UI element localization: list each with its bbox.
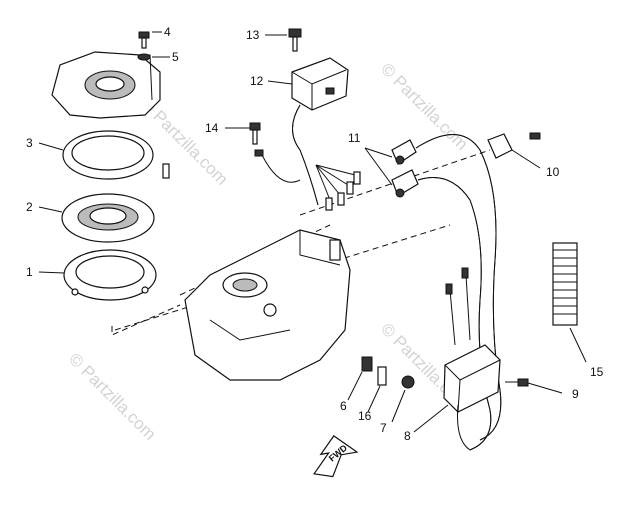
callout-4: 4	[164, 25, 171, 39]
screw-part-14	[249, 122, 264, 157]
callout-5: 5	[172, 50, 179, 64]
callout-14: 14	[205, 121, 219, 135]
callout-15: 15	[590, 365, 604, 379]
callout-3: 3	[26, 136, 33, 150]
clip-part-6	[361, 356, 373, 372]
callout-2: 2	[26, 200, 33, 214]
ht-lead-loop	[415, 134, 502, 451]
ignition-coil-part-8	[443, 267, 501, 451]
plug-caps-part-11	[391, 139, 419, 198]
callout-16: 16	[358, 409, 372, 423]
callout-10: 10	[546, 165, 560, 179]
leader-lines	[38, 31, 587, 433]
stator-plate-part-2	[61, 193, 155, 243]
spacer-part-16	[377, 366, 387, 386]
callout-8: 8	[404, 429, 411, 443]
spring-cover-part-15	[552, 242, 578, 326]
callout-12: 12	[250, 74, 264, 88]
base-ring-part-1	[63, 249, 157, 301]
callout-13: 13	[246, 28, 260, 42]
callout-9: 9	[572, 387, 579, 401]
fwd-direction-marker: FWD	[313, 435, 359, 478]
wire-harness	[261, 104, 361, 211]
screw-part-4	[138, 31, 150, 49]
callout-labels: 1 2 3 4 5 6 7 8 9 10 11 12 13 14 15 16	[26, 25, 604, 443]
powerhead-block	[184, 229, 351, 381]
washer-part-5	[137, 53, 151, 61]
flywheel-cover-assembly	[51, 51, 161, 119]
bolt-part-7	[401, 375, 415, 389]
callout-11: 11	[348, 131, 361, 145]
coil-block-part-12	[291, 57, 349, 111]
watermark-right-top: © Partzilla.com	[377, 59, 471, 153]
callout-6: 6	[340, 399, 347, 413]
watermark-left: © Partzilla.com	[65, 349, 159, 443]
screw-part-13	[288, 28, 302, 52]
callout-7: 7	[380, 421, 387, 435]
clamp-part-10	[487, 132, 541, 159]
gasket-part-3	[62, 130, 154, 180]
callout-1: 1	[26, 265, 33, 279]
screw-part-9	[505, 378, 529, 387]
pin	[162, 163, 170, 179]
